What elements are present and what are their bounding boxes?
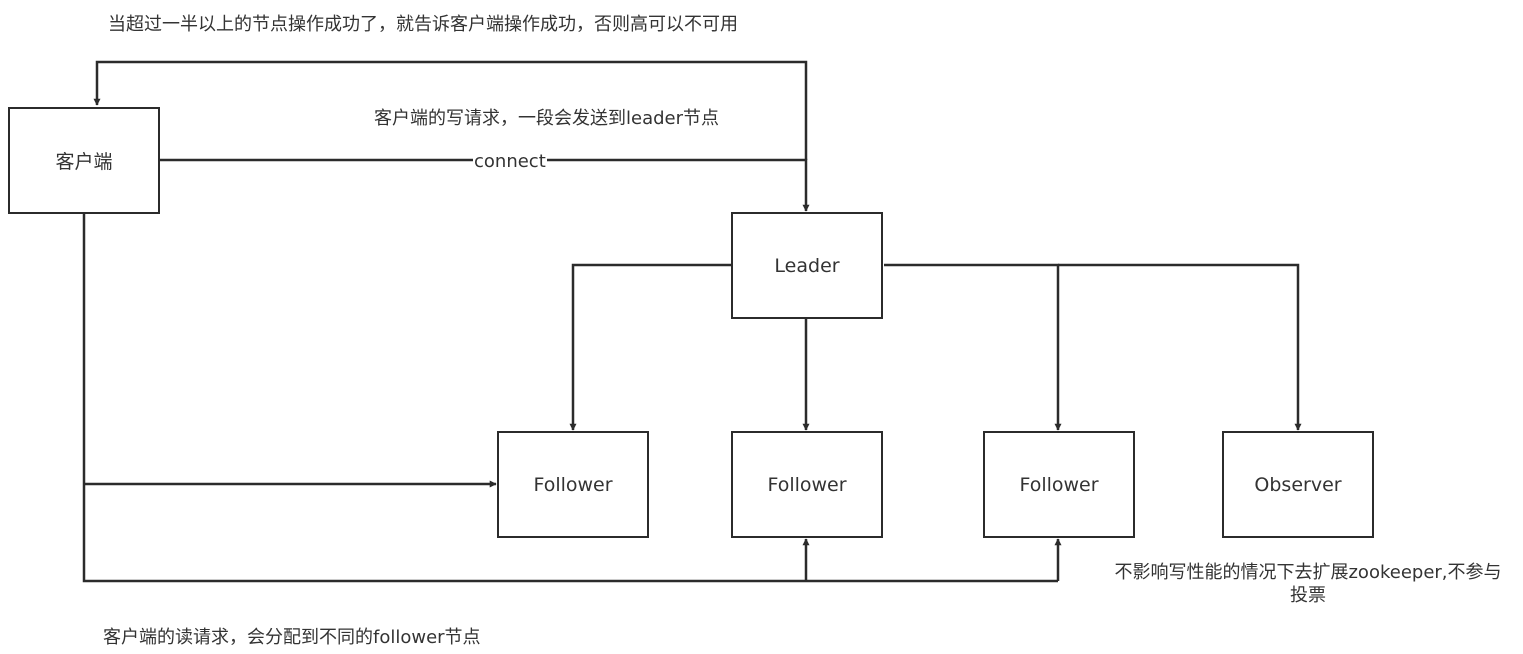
follower-node-label: Follower (533, 473, 613, 496)
top-note-label: 当超过一半以上的节点操作成功了，就告诉客户端操作成功，否则高可以不可用 (108, 14, 738, 35)
follower-node-label: Follower (1019, 473, 1099, 496)
leader-node: Leader (731, 212, 883, 319)
observer-note-line-1: 不影响写性能的情况下去扩展zookeeper,不参与 (1114, 562, 1502, 583)
client-node-label: 客户端 (55, 151, 113, 173)
connect-edge-label: connect (473, 151, 547, 172)
leader-node-label: Leader (774, 254, 840, 277)
observer-node-label: Observer (1254, 473, 1342, 496)
edge-leader-to-observer (1058, 263, 1302, 431)
observer-node: Observer (1222, 431, 1374, 538)
follower-node-2: Follower (731, 431, 883, 538)
follower-node-3: Follower (983, 431, 1135, 538)
edge-leader-to-follower-3 (884, 263, 1062, 431)
follower-node-1: Follower (497, 431, 649, 538)
edge-client-read-trunk (82, 214, 1058, 583)
write-request-label: 客户端的写请求，一段会发送到leader节点 (374, 108, 720, 129)
edge-leader-to-follower-1 (569, 263, 731, 431)
client-node: 客户端 (8, 107, 160, 214)
follower-node-label: Follower (767, 473, 847, 496)
read-request-label: 客户端的读请求，会分配到不同的follower节点 (103, 627, 481, 648)
observer-note-line-2: 投票 (1290, 585, 1326, 606)
observer-note: 不影响写性能的情况下去扩展zookeeper,不参与 投票 (1093, 561, 1523, 607)
edge-leader-to-client-response (93, 60, 808, 160)
edge-client-connect-leader (160, 158, 810, 212)
